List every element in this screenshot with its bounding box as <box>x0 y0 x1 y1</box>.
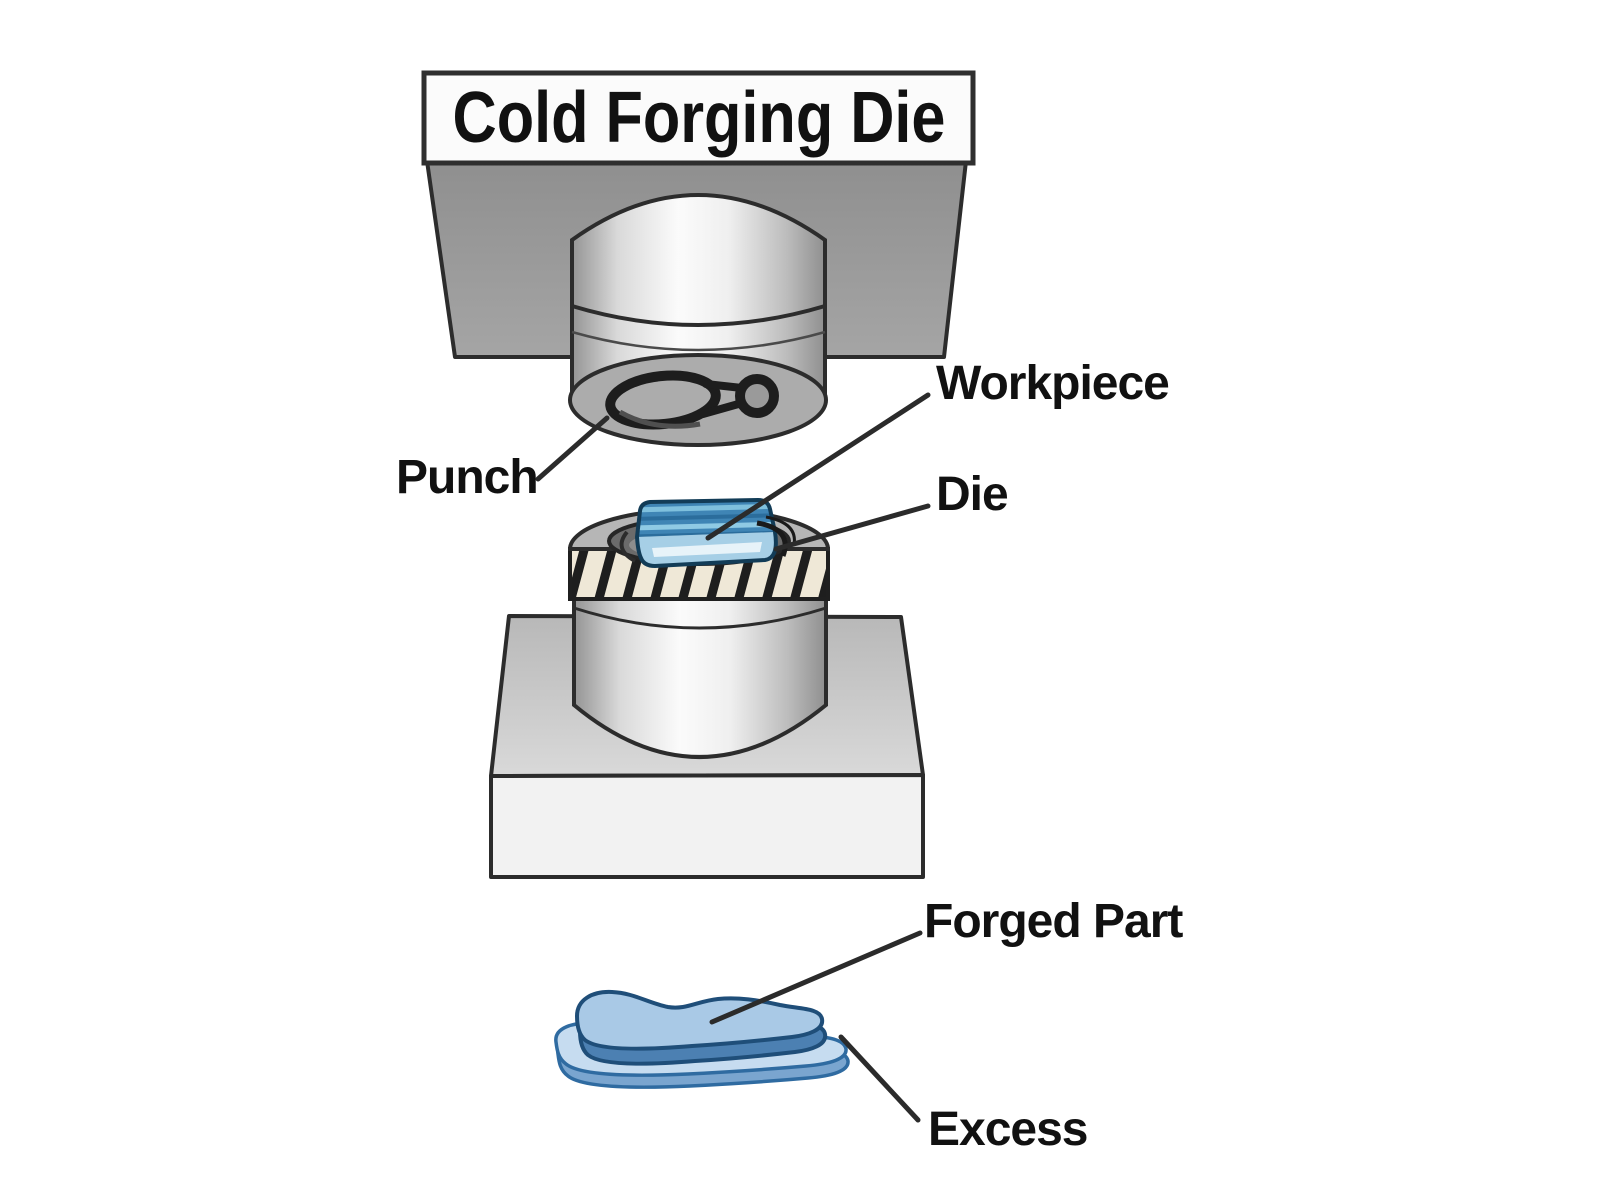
workpiece-front-highlight <box>652 542 762 557</box>
leader-line-die <box>773 503 931 552</box>
leader-line-workpiece <box>705 392 931 541</box>
leader-lines <box>535 392 931 1123</box>
forged-part-group <box>554 989 850 1089</box>
die-cylinder <box>572 593 828 759</box>
label-excess: Excess <box>928 1103 1088 1156</box>
workpiece-shape <box>619 497 796 569</box>
punch-cavity <box>605 370 779 430</box>
base-block-front <box>489 773 925 879</box>
title-band <box>421 70 976 166</box>
forged-part-top <box>574 989 825 1051</box>
label-workpiece: Workpiece <box>936 357 1170 410</box>
workpiece-outline <box>634 497 778 569</box>
leader-line-forged-part <box>709 930 923 1025</box>
leader-line-excess <box>838 1034 921 1123</box>
label-die: Die <box>936 468 1009 521</box>
label-punch: Punch <box>396 451 539 504</box>
punch-cylinder <box>570 193 827 404</box>
leader-line-punch <box>535 415 610 482</box>
die-cavity-edge-left <box>619 530 637 563</box>
die-cylinder-ring <box>573 606 827 630</box>
punch-cylinder-ring-2 <box>571 330 826 352</box>
lower-die-assembly <box>489 497 925 879</box>
diagram-title: Cold Forging Die <box>452 78 945 158</box>
die-cavity-edge-right <box>756 520 788 557</box>
label-forged-part: Forged Part <box>924 895 1183 948</box>
upper-die-assembly <box>421 70 976 447</box>
punch-cylinder-ring <box>571 304 826 327</box>
